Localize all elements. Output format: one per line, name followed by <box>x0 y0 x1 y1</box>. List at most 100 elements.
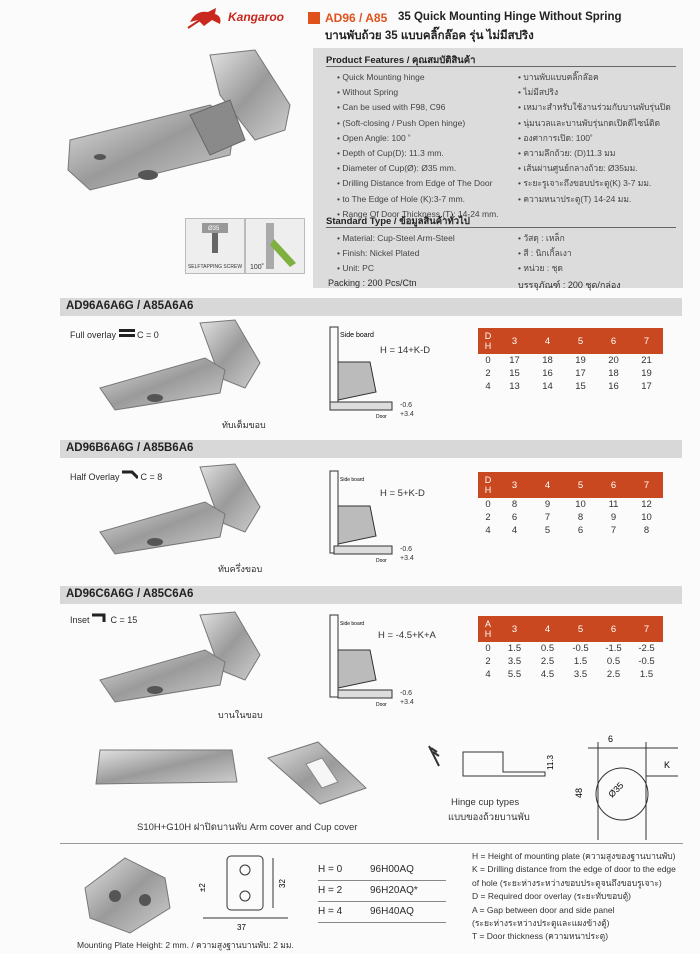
overlay-th-label: บานในขอบ <box>218 710 263 720</box>
packing-en: Packing : 200 Pcs/Ctn <box>328 278 417 288</box>
features-en-list: Quick Mounting hinge Without Spring Can … <box>337 70 517 222</box>
standard-th-item: วัสดุ : เหล็ก <box>518 231 678 246</box>
overlay-label: Inset C = 15 <box>70 613 138 625</box>
adjust-plus: +3.4 <box>400 411 414 418</box>
feature-en-item: to The Edge of Hole (K):3-7 mm. <box>337 192 517 207</box>
svg-text:100˚: 100˚ <box>250 263 264 271</box>
section-band-inset: AD96C6A6G / A85C6A6 <box>60 586 682 604</box>
feature-th-item: บานพับแบบคลิ๊กล๊อค <box>518 70 683 85</box>
formula: H = 14+K-D <box>380 345 431 356</box>
adjust-minus: -0.6 <box>400 690 413 697</box>
svg-text:Door: Door <box>376 558 387 564</box>
svg-text:Side board: Side board <box>340 477 364 483</box>
feature-en-item: Quick Mounting hinge <box>337 70 517 85</box>
feature-th-item: เส้นผ่านศูนย์กลางถ้วย: Ø35มม. <box>518 161 683 176</box>
mounting-caption: Mounting Plate Height: 2 mm. / ความสูงฐา… <box>77 940 294 950</box>
svg-text:32: 32 <box>278 879 287 888</box>
title-en: 35 Quick Mounting Hinge Without Spring <box>398 11 622 23</box>
adjust-minus: -0.6 <box>400 402 413 409</box>
feature-th-item: นุ่มนวลและบานพับรุ่นกดเปิดดีไซน์ติด <box>518 116 683 131</box>
legend: H = Height of mounting plate (ความสูงของ… <box>472 850 694 944</box>
cup-types-en: Hinge cup types <box>451 797 520 808</box>
feature-en-item: Diameter of Cup(Ø): Ø35 mm. <box>337 161 517 176</box>
features-th-list: บานพับแบบคลิ๊กล๊อค ไม่มีสปริง เหมาะสำหรั… <box>518 70 683 207</box>
feature-en-item: Can be used with F98, C96 <box>337 100 517 115</box>
feature-th-item: ความหนาประตู(T) 14-24 มม. <box>518 192 683 207</box>
legend-item: (ระยะห่างระหว่างประตูและแผงข้างตู้) <box>472 918 610 929</box>
svg-text:Ø35: Ø35 <box>606 780 625 799</box>
feature-th-item: องศาการเปิด: 100˚ <box>518 131 683 146</box>
section-band-half-overlay: AD96B6A6G / A85B6A6 <box>60 440 682 458</box>
adjust-plus: +3.4 <box>400 555 414 562</box>
mounting-plate-image <box>84 857 171 934</box>
standard-th-item: สี : นิกเกิ้ลเงา <box>518 246 678 261</box>
svg-text:Side board: Side board <box>340 332 374 339</box>
feature-th-item: ระยะรูเจาะถึงขอบประตู(K) 3-7 มม. <box>518 176 683 191</box>
open-angle-icon: 100˚ <box>250 223 296 271</box>
screw-caption: SELFTAPPING SCREW <box>187 264 243 270</box>
formula: H = 5+K-D <box>380 488 425 499</box>
svg-text:48: 48 <box>574 788 584 798</box>
kangaroo-logo-icon <box>187 8 221 29</box>
overlay-label: Full overlay C = 0 <box>70 329 159 340</box>
features-heading: Product Features / คุณสมบัติสินค้า <box>326 55 476 66</box>
feature-en-item: Depth of Cup(D): 11.3 mm. <box>337 146 517 161</box>
standard-th-item: หน่วย : ชุด <box>518 261 678 276</box>
section-band-full-overlay: AD96A6A6G / A85A6A6 <box>60 298 682 316</box>
standard-th-list: วัสดุ : เหล็ก สี : นิกเกิ้ลเงา หน่วย : ช… <box>518 231 678 277</box>
full-overlay-icon <box>118 329 135 337</box>
standard-en-list: Material: Cup-Steel Arm-Steel Finish: Ni… <box>337 231 517 277</box>
legend-item: D = Required door overlay (ระยะทับขอบตู้… <box>472 891 631 902</box>
legend-item: K = Drilling distance from the edge of d… <box>472 864 676 875</box>
model-code: AD96 / A85 <box>325 11 388 25</box>
selftapping-screw-thumbnail: Ø35 SELFTAPPING SCREW <box>185 218 245 274</box>
diagram-full-overlay: Side board Door <box>329 326 393 420</box>
cup-cover-image <box>267 741 367 805</box>
svg-text:37: 37 <box>237 923 246 932</box>
feature-en-item: (Soft-closing / Push Open hinge) <box>337 116 517 131</box>
svg-text:±2: ±2 <box>198 883 207 892</box>
half-overlay-icon <box>122 470 140 480</box>
feature-en-item: Without Spring <box>337 85 517 100</box>
standard-en-item: Finish: Nickel Plated <box>337 246 517 261</box>
accent-square <box>308 12 320 24</box>
hinge-product-image <box>67 49 291 191</box>
legend-item: A = Gap between door and side panel <box>472 904 615 915</box>
svg-text:Door: Door <box>376 414 387 420</box>
standard-en-item: Material: Cup-Steel Arm-Steel <box>337 231 517 246</box>
arm-cover-image <box>95 749 238 785</box>
mounting-plate-dimension-diagram: 32 ±2 37 <box>198 855 288 932</box>
feature-th-item: ไม่มีสปริง <box>518 85 683 100</box>
feature-en-item: Range Of Door Thickness (T): 14-24 mm. <box>337 207 517 222</box>
adjust-plus: +3.4 <box>400 699 414 706</box>
svg-text:Ø35: Ø35 <box>208 226 220 232</box>
standard-heading: Standard Type / ข้อมูลสินค้าทั่วไป <box>326 216 470 227</box>
cup-types-th: แบบของถ้วยบานพับ <box>448 812 530 823</box>
svg-text:Side board: Side board <box>340 621 364 627</box>
title-th: บานพับถ้วย 35 แบบคลิ๊กล๊อค รุ่น ไม่มีสปร… <box>325 30 534 42</box>
svg-text:11.3: 11.3 <box>546 754 555 770</box>
legend-item: H = Height of mounting plate (ความสูงของ… <box>472 851 676 861</box>
legend-item: of hole (ระยะห่างระหว่างขอบประตูจนถึงขอบ… <box>472 877 662 888</box>
hinge-full-overlay-image <box>99 319 261 411</box>
legend-item: T = Door thickness (ความหนาประตู) <box>472 931 609 942</box>
svg-text:6: 6 <box>608 734 613 744</box>
adjust-minus: -0.6 <box>400 546 413 553</box>
feature-en-item: Open Angle: 100 ˚ <box>337 131 517 146</box>
overlay-th-label: ทับเต็มขอบ <box>222 420 266 430</box>
cup-drilling-diagram: 6 K 48 Ø35 <box>574 734 678 840</box>
